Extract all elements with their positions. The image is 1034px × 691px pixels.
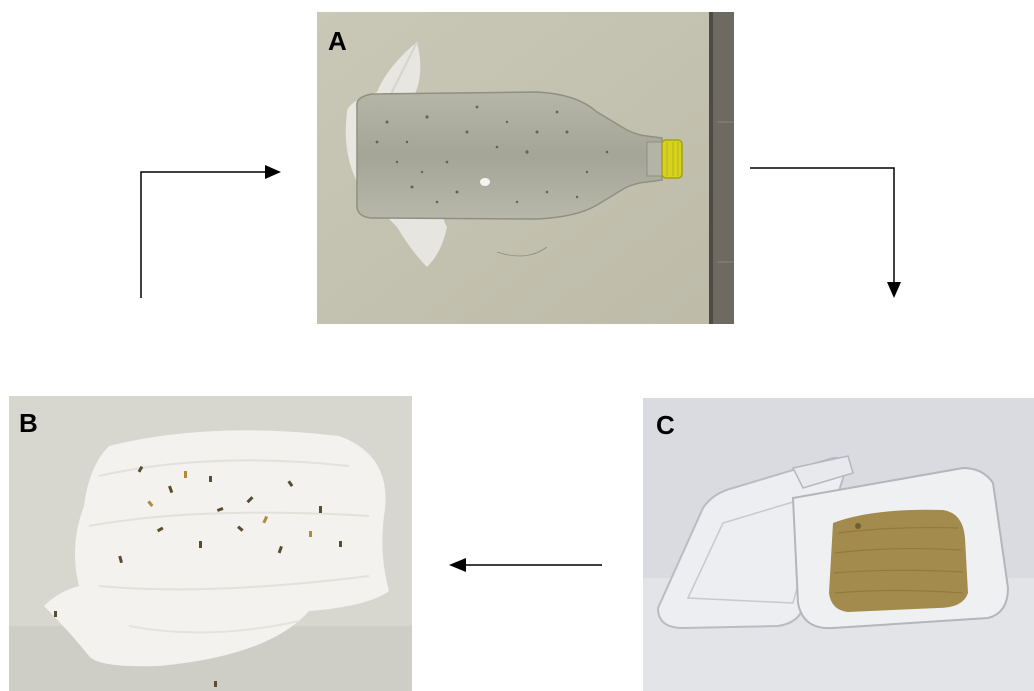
- panel-a-photo: A: [317, 12, 734, 324]
- bottle-image: [317, 12, 734, 324]
- panel-label-b: B: [19, 410, 38, 436]
- arrow-c-to-b: [449, 558, 602, 572]
- panel-label-a: A: [328, 28, 347, 54]
- panel-b-photo: B: [9, 396, 412, 691]
- arrow-a-to-c: [750, 168, 901, 298]
- gauze-image: [9, 396, 412, 691]
- panel-label-c: C: [656, 412, 675, 438]
- arrow-b-to-a: [141, 165, 281, 298]
- container-image: [643, 398, 1034, 691]
- panel-c-photo: C: [643, 398, 1034, 691]
